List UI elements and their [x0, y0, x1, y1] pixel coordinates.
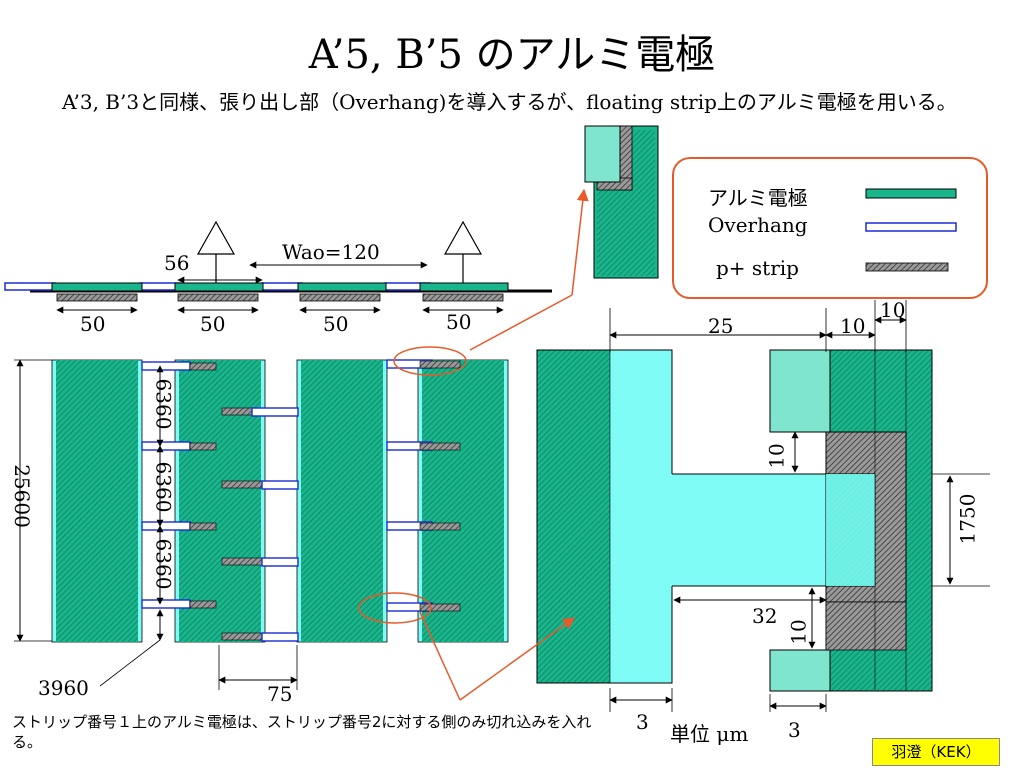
plan-strip — [301, 360, 383, 642]
footnote: ストリップ番号１上のアルミ電極は、ストリップ番号2に対する側のみ切れ込みを入れる… — [12, 713, 592, 751]
dim-6360: 6360 — [151, 461, 176, 513]
detail-view — [419, 300, 990, 712]
amplifier-symbol — [443, 220, 483, 255]
dim-10: 10 — [880, 298, 906, 322]
dim-50: 50 — [446, 310, 472, 334]
dim-75: 75 — [267, 682, 293, 706]
legend-pstrip-label: p+ strip — [716, 256, 799, 280]
aluminum-electrode — [419, 282, 509, 292]
plan-strip — [422, 360, 504, 642]
dim-10: 10 — [764, 443, 789, 469]
dim-50: 50 — [323, 312, 349, 336]
legend-al-swatch — [865, 188, 957, 199]
cross-section — [4, 220, 552, 314]
dim-32: 32 — [752, 604, 778, 628]
dim-50: 50 — [80, 312, 106, 336]
legend-swatches — [865, 188, 957, 272]
legend-overhang-swatch — [865, 222, 957, 232]
p-strip — [177, 293, 259, 302]
dim-3: 3 — [636, 710, 649, 734]
legend — [672, 157, 988, 299]
overhang-strip — [139, 282, 181, 291]
amplifier-symbol — [196, 220, 236, 255]
dim-10: 10 — [786, 619, 811, 645]
legend-overhang-label: Overhang — [708, 213, 808, 237]
credit-badge: 羽澄（KEK） — [872, 738, 1000, 766]
zoom-inset — [469, 125, 659, 351]
legend-al-label: アルミ電極 — [708, 186, 808, 210]
unit-label: 単位 μm — [670, 722, 749, 746]
dim-25600: 25600 — [9, 464, 34, 528]
aluminum-electrode — [174, 282, 264, 292]
dim-1750: 1750 — [955, 493, 980, 545]
plan-strip — [56, 360, 138, 642]
overhang-tabs-2 — [221, 407, 299, 642]
dim-10: 10 — [840, 314, 866, 338]
dim-3: 3 — [788, 718, 801, 742]
plan-view — [14, 346, 509, 690]
highlight-ellipse — [393, 346, 467, 376]
plan-strip — [179, 360, 261, 642]
overhang-tabs-1 — [141, 361, 217, 609]
dim-3960: 3960 — [38, 676, 89, 700]
overhang-strip — [261, 282, 303, 291]
highlight-ellipse — [358, 592, 432, 624]
subtitle: A’3, B’3と同様、張り出し部（Overhang)を導入するが、floati… — [62, 90, 957, 114]
overhang-tabs-3 — [386, 359, 461, 612]
legend-pstrip-swatch — [865, 262, 949, 272]
dim-6360: 6360 — [151, 538, 176, 590]
page-title: A’5, B’5 のアルミ電極 — [308, 32, 716, 78]
p-strip — [422, 293, 504, 302]
dim-56: 56 — [164, 251, 190, 275]
dim-wao: Wao=120 — [282, 240, 380, 264]
aluminum-electrode — [51, 282, 143, 292]
dim-25: 25 — [708, 314, 734, 338]
p-strip — [299, 293, 381, 302]
aluminum-electrode — [297, 282, 387, 292]
dim-6360: 6360 — [151, 378, 176, 430]
overhang-strip — [4, 282, 56, 291]
dim-50: 50 — [200, 312, 226, 336]
p-strip — [56, 293, 138, 302]
